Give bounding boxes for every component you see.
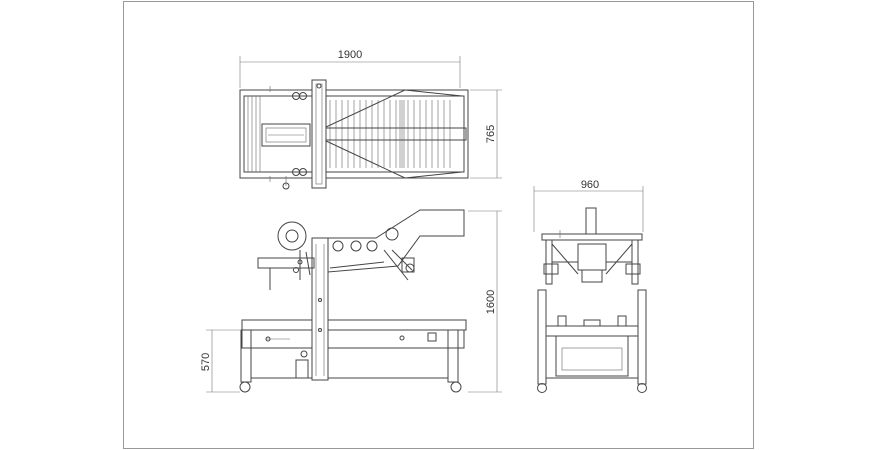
- drawing-frame: [123, 1, 754, 449]
- front-view: 960: [533, 179, 647, 393]
- dimension-765-label: 765: [485, 125, 497, 143]
- dimension-570-label: 570: [200, 353, 212, 371]
- dimension-1900: 1900: [239, 49, 461, 88]
- dimension-1600-label: 1600: [485, 290, 497, 314]
- dimension-765: 765: [470, 89, 502, 179]
- top-view: 1900: [239, 49, 502, 190]
- dimension-960: 960: [533, 179, 644, 232]
- dimension-1900-label: 1900: [338, 49, 362, 61]
- top-rollers: [247, 96, 451, 172]
- dimension-960-label: 960: [581, 179, 599, 191]
- side-view: 1600 570: [200, 209, 502, 393]
- dimension-1600: 1600: [468, 210, 502, 393]
- dimension-570: 570: [200, 329, 240, 393]
